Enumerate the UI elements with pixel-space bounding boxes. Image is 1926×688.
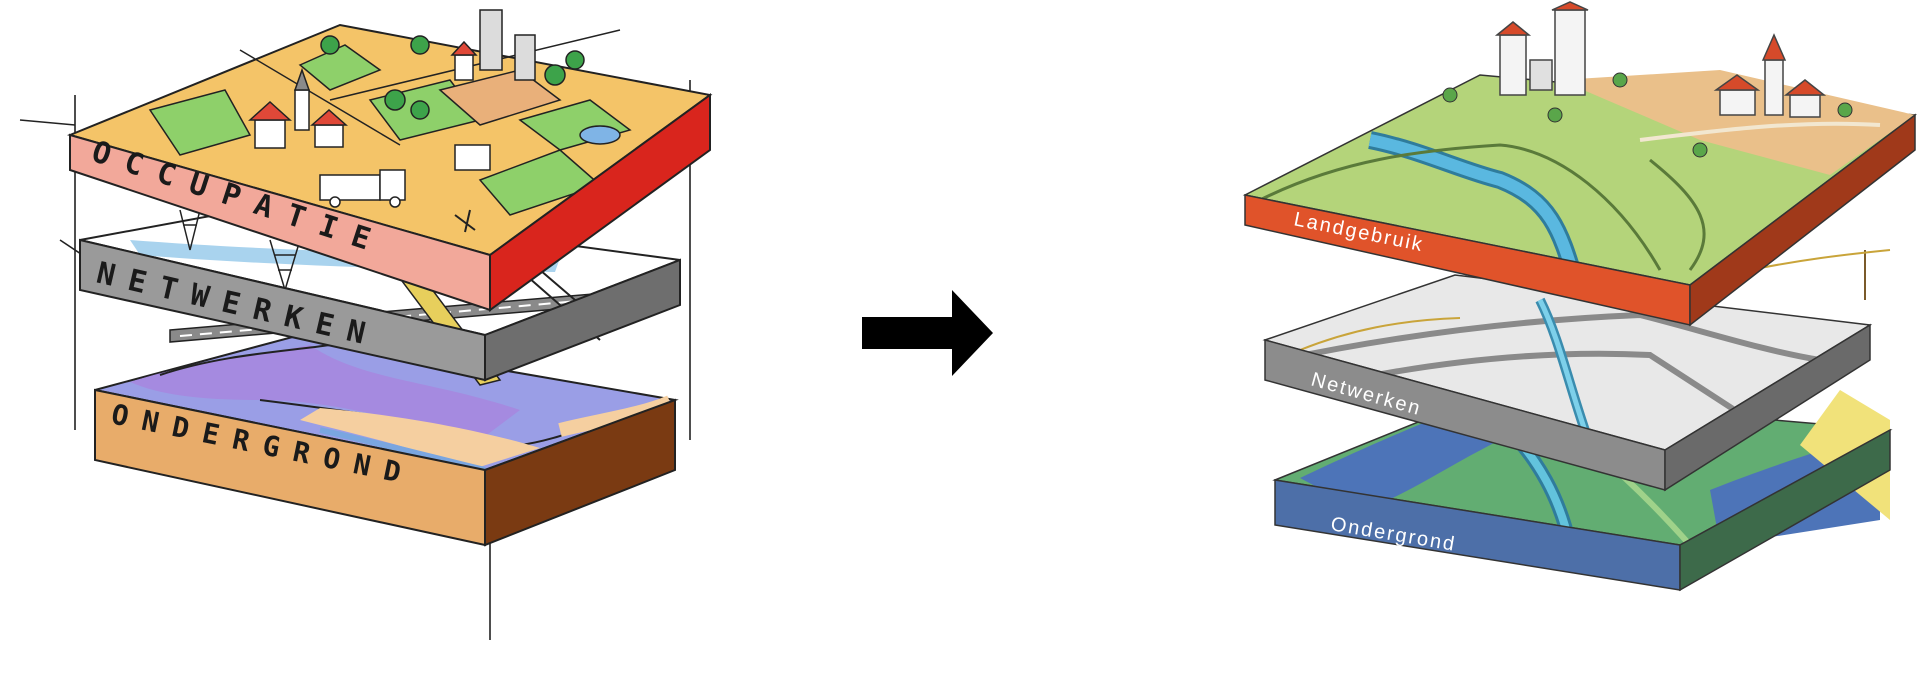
truck-icon bbox=[319, 144, 491, 208]
tree-icon bbox=[320, 35, 585, 120]
building-icon bbox=[248, 9, 536, 149]
tree-icon bbox=[1442, 72, 1853, 158]
ondergrond-layer: ONDERGROND bbox=[94, 333, 679, 547]
tower-icon bbox=[1494, 1, 1827, 118]
pylon-icon bbox=[179, 209, 301, 293]
right-rendered-diagram: Ondergrond Netwerken bbox=[1242, 1, 1917, 592]
right-landgebruik-layer: Landgebruik bbox=[1242, 1, 1917, 327]
left-sketch-diagram: ONDERGROND NETWERKEN bbox=[19, 9, 713, 640]
occupatie-layer: OCCUPATIE bbox=[66, 9, 713, 312]
cyclist-icon bbox=[454, 209, 476, 233]
netwerken-layer: NETWERKEN bbox=[79, 203, 681, 386]
right-arrow-icon bbox=[862, 290, 993, 376]
